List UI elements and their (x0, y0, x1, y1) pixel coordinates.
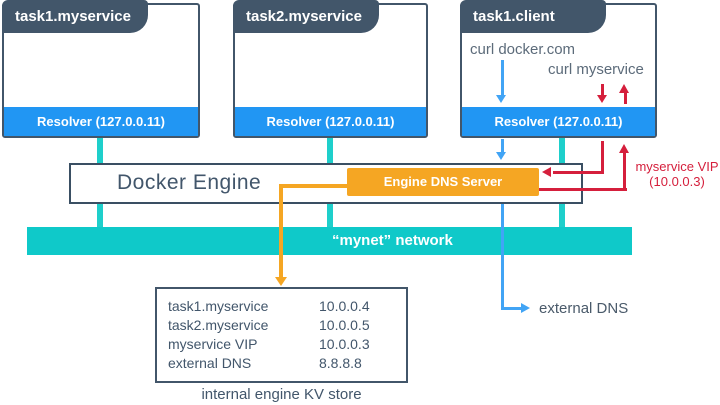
container-task1-client: task1.client Resolver (127.0.0.11) (460, 0, 657, 138)
kv-key: external DNS (168, 355, 252, 371)
myservice-vip-line1: myservice VIP (635, 159, 719, 174)
container-tab: task1.myservice (2, 0, 148, 33)
docker-engine-label: Docker Engine (117, 171, 262, 194)
resolver-bar: Resolver (127.0.0.11) (462, 107, 655, 136)
arrow-external-query-line (501, 60, 504, 95)
resolver-bar: Resolver (127.0.0.11) (235, 107, 426, 136)
blue-ext-head (521, 303, 530, 313)
container-tab: task2.myservice (233, 0, 379, 33)
container-title: task2.myservice (246, 8, 362, 25)
engine-dns-server-box: Engine DNS Server (347, 168, 539, 196)
red-reply-vline (623, 153, 626, 191)
container-task1-myservice: task1.myservice Resolver (127.0.0.11) (2, 0, 200, 138)
kv-key: myservice VIP (168, 336, 258, 352)
engine-dns-server-label: Engine DNS Server (383, 174, 503, 189)
red-reply-head (619, 144, 629, 153)
external-dns-label: external DNS (539, 300, 629, 317)
kv-value: 10.0.0.4 (319, 298, 370, 314)
resolver-label: Resolver (127.0.0.11) (494, 114, 623, 129)
kv-row: task2.myservice 10.0.0.5 (168, 316, 406, 335)
kv-row: task1.myservice 10.0.0.4 (168, 297, 406, 316)
resolver-label: Resolver (127.0.0.11) (266, 114, 395, 129)
red-reply-hline (539, 188, 627, 191)
container-task2-myservice: task2.myservice Resolver (127.0.0.11) (233, 0, 428, 138)
kv-value: 8.8.8.8 (319, 355, 362, 371)
red-query-hline (553, 171, 604, 174)
container-title: task1.myservice (15, 8, 131, 25)
orange-kv-hline (279, 184, 347, 188)
mynet-network-label: “mynet” network (332, 232, 453, 249)
container-title: task1.client (473, 8, 555, 25)
kv-value: 10.0.0.3 (319, 336, 370, 352)
kv-key: task2.myservice (168, 317, 269, 333)
myservice-vip-line2: (10.0.0.3) (649, 174, 705, 189)
container-tab: task1.client (460, 0, 606, 33)
arrow-myservice-query-line (601, 84, 604, 95)
kv-row: myservice VIP 10.0.0.3 (168, 335, 406, 354)
kv-key: task1.myservice (168, 298, 269, 314)
resolver-bar: Resolver (127.0.0.11) (4, 107, 198, 136)
arrow-myservice-query-head (597, 95, 607, 103)
blue-ext-hline (501, 307, 521, 310)
myservice-vip-label: myservice VIP (10.0.0.3) (633, 159, 720, 189)
kv-store-box: task1.myservice 10.0.0.4 task2.myservice… (155, 287, 408, 383)
red-query-head (542, 167, 551, 177)
red-query-vline (601, 141, 604, 174)
curl-myservice-label: curl myservice (548, 61, 644, 78)
blue-ext-vline (501, 204, 504, 310)
kv-value: 10.0.0.5 (319, 317, 370, 333)
arrow-myservice-reply-head (619, 84, 629, 93)
orange-kv-head (275, 277, 287, 286)
orange-kv-vline (279, 184, 283, 277)
kv-row: external DNS 8.8.8.8 (168, 354, 406, 373)
arrow-myservice-reply-line (624, 93, 627, 104)
arrow-resolver-to-engine-head (496, 152, 506, 160)
mynet-network-bar: “mynet” network (27, 227, 632, 255)
arrow-resolver-to-engine-line (501, 139, 504, 152)
arrow-external-query-head (496, 95, 506, 103)
curl-docker-com-label: curl docker.com (470, 41, 576, 58)
resolver-label: Resolver (127.0.0.11) (37, 114, 165, 129)
kv-store-caption: internal engine KV store (201, 386, 362, 403)
